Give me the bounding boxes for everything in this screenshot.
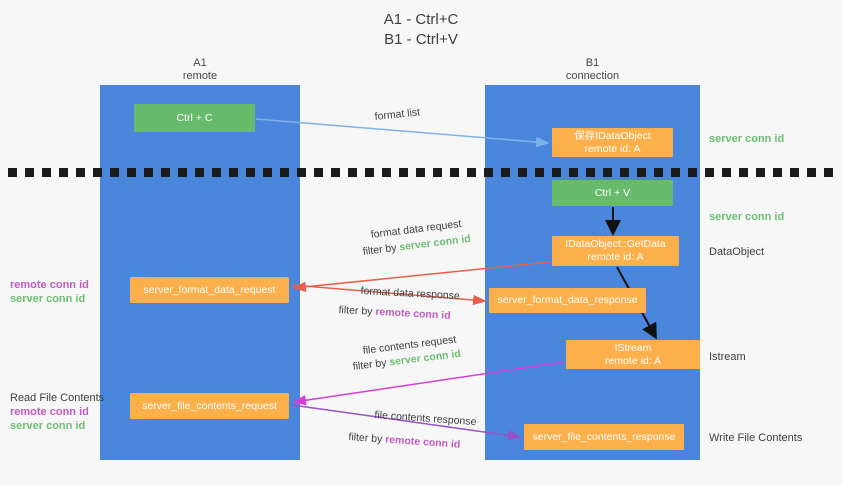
- note-conn-id-group-2: Read File Contents remote conn id server…: [10, 391, 104, 433]
- node-server-format-data-request-label: server_format_data_request: [143, 283, 276, 296]
- node-ctrl-v-line1: Ctrl + V: [594, 186, 631, 199]
- page-title: A1 - Ctrl+C B1 - Ctrl+V: [383, 11, 459, 48]
- column-header-b1: B1 connection: [485, 57, 700, 83]
- column-header-a1: A1 remote: [100, 57, 300, 83]
- node-ctrl-c-line1: Ctrl + C: [176, 111, 213, 124]
- node-istream[interactable]: IStream remote id: A: [566, 340, 700, 369]
- node-ctrl-v[interactable]: Ctrl + V: [552, 180, 673, 206]
- node-idataobject-getdata-line2: remote id: A: [587, 251, 644, 263]
- node-server-file-contents-request-label: server_file_contents_request: [142, 399, 277, 412]
- note-remote-conn-id-2: remote conn id: [10, 406, 89, 418]
- wire-file-contents-response: [291, 404, 522, 441]
- edge-filter-value-2: remote conn id: [375, 305, 451, 322]
- note-write-file-contents: Write File Contents: [709, 432, 803, 444]
- node-server-format-data-response[interactable]: server_format_data_response: [489, 288, 646, 313]
- note-server-conn-id-mid: server conn id: [709, 211, 785, 223]
- column-header-b1-name: B1: [585, 57, 600, 69]
- node-server-file-contents-request[interactable]: server_file_contents_request: [130, 393, 289, 419]
- node-server-format-data-response-label: server_format_data_response: [497, 294, 638, 306]
- node-idataobject-getdata[interactable]: IDataObject::GetData remote id: A: [552, 236, 679, 266]
- column-header-a1-name: A1: [193, 57, 207, 69]
- note-server-conn-id-top: server conn id: [709, 133, 785, 145]
- edge-filter-prefix-2: filter by: [338, 303, 376, 318]
- node-server-file-contents-response-label: server_file_contents_response: [532, 430, 676, 443]
- edge-filter-prefix-4: filter by: [348, 430, 386, 446]
- note-remote-conn-id-1: remote conn id: [10, 279, 89, 291]
- node-istream-line2: remote id: A: [604, 354, 662, 367]
- node-server-file-contents-response[interactable]: server_file_contents_response: [524, 424, 684, 450]
- node-istream-line1: IStream: [614, 341, 652, 354]
- note-conn-id-group-1: remote conn id server conn id: [10, 278, 89, 306]
- node-idataobject-getdata-line1: IDataObject::GetData: [565, 238, 666, 250]
- note-read-file-contents: Read File Contents: [10, 392, 105, 404]
- wire-format-list: [255, 118, 550, 148]
- node-server-format-data-request[interactable]: server_format_data_request: [130, 277, 289, 303]
- node-save-idataobject[interactable]: 保存IDataObject remote id: A: [552, 128, 673, 157]
- note-dataobject: DataObject: [709, 246, 765, 258]
- node-save-idataobject-line1: 保存IDataObject: [574, 129, 651, 142]
- wire-format-data-request: [292, 261, 551, 293]
- note-server-conn-id-1: server conn id: [10, 293, 86, 305]
- wire-format-data-response: [291, 284, 487, 306]
- dashed-divider: [8, 168, 834, 177]
- node-ctrl-c[interactable]: Ctrl + C: [134, 104, 255, 132]
- node-save-idataobject-line2: remote id: A: [584, 142, 641, 155]
- column-header-b1-sub: connection: [565, 70, 620, 82]
- note-server-conn-id-2: server conn id: [10, 420, 86, 432]
- wire-file-contents-request: [292, 361, 565, 406]
- note-istream: Istream: [709, 351, 746, 363]
- column-header-a1-sub: remote: [182, 70, 218, 82]
